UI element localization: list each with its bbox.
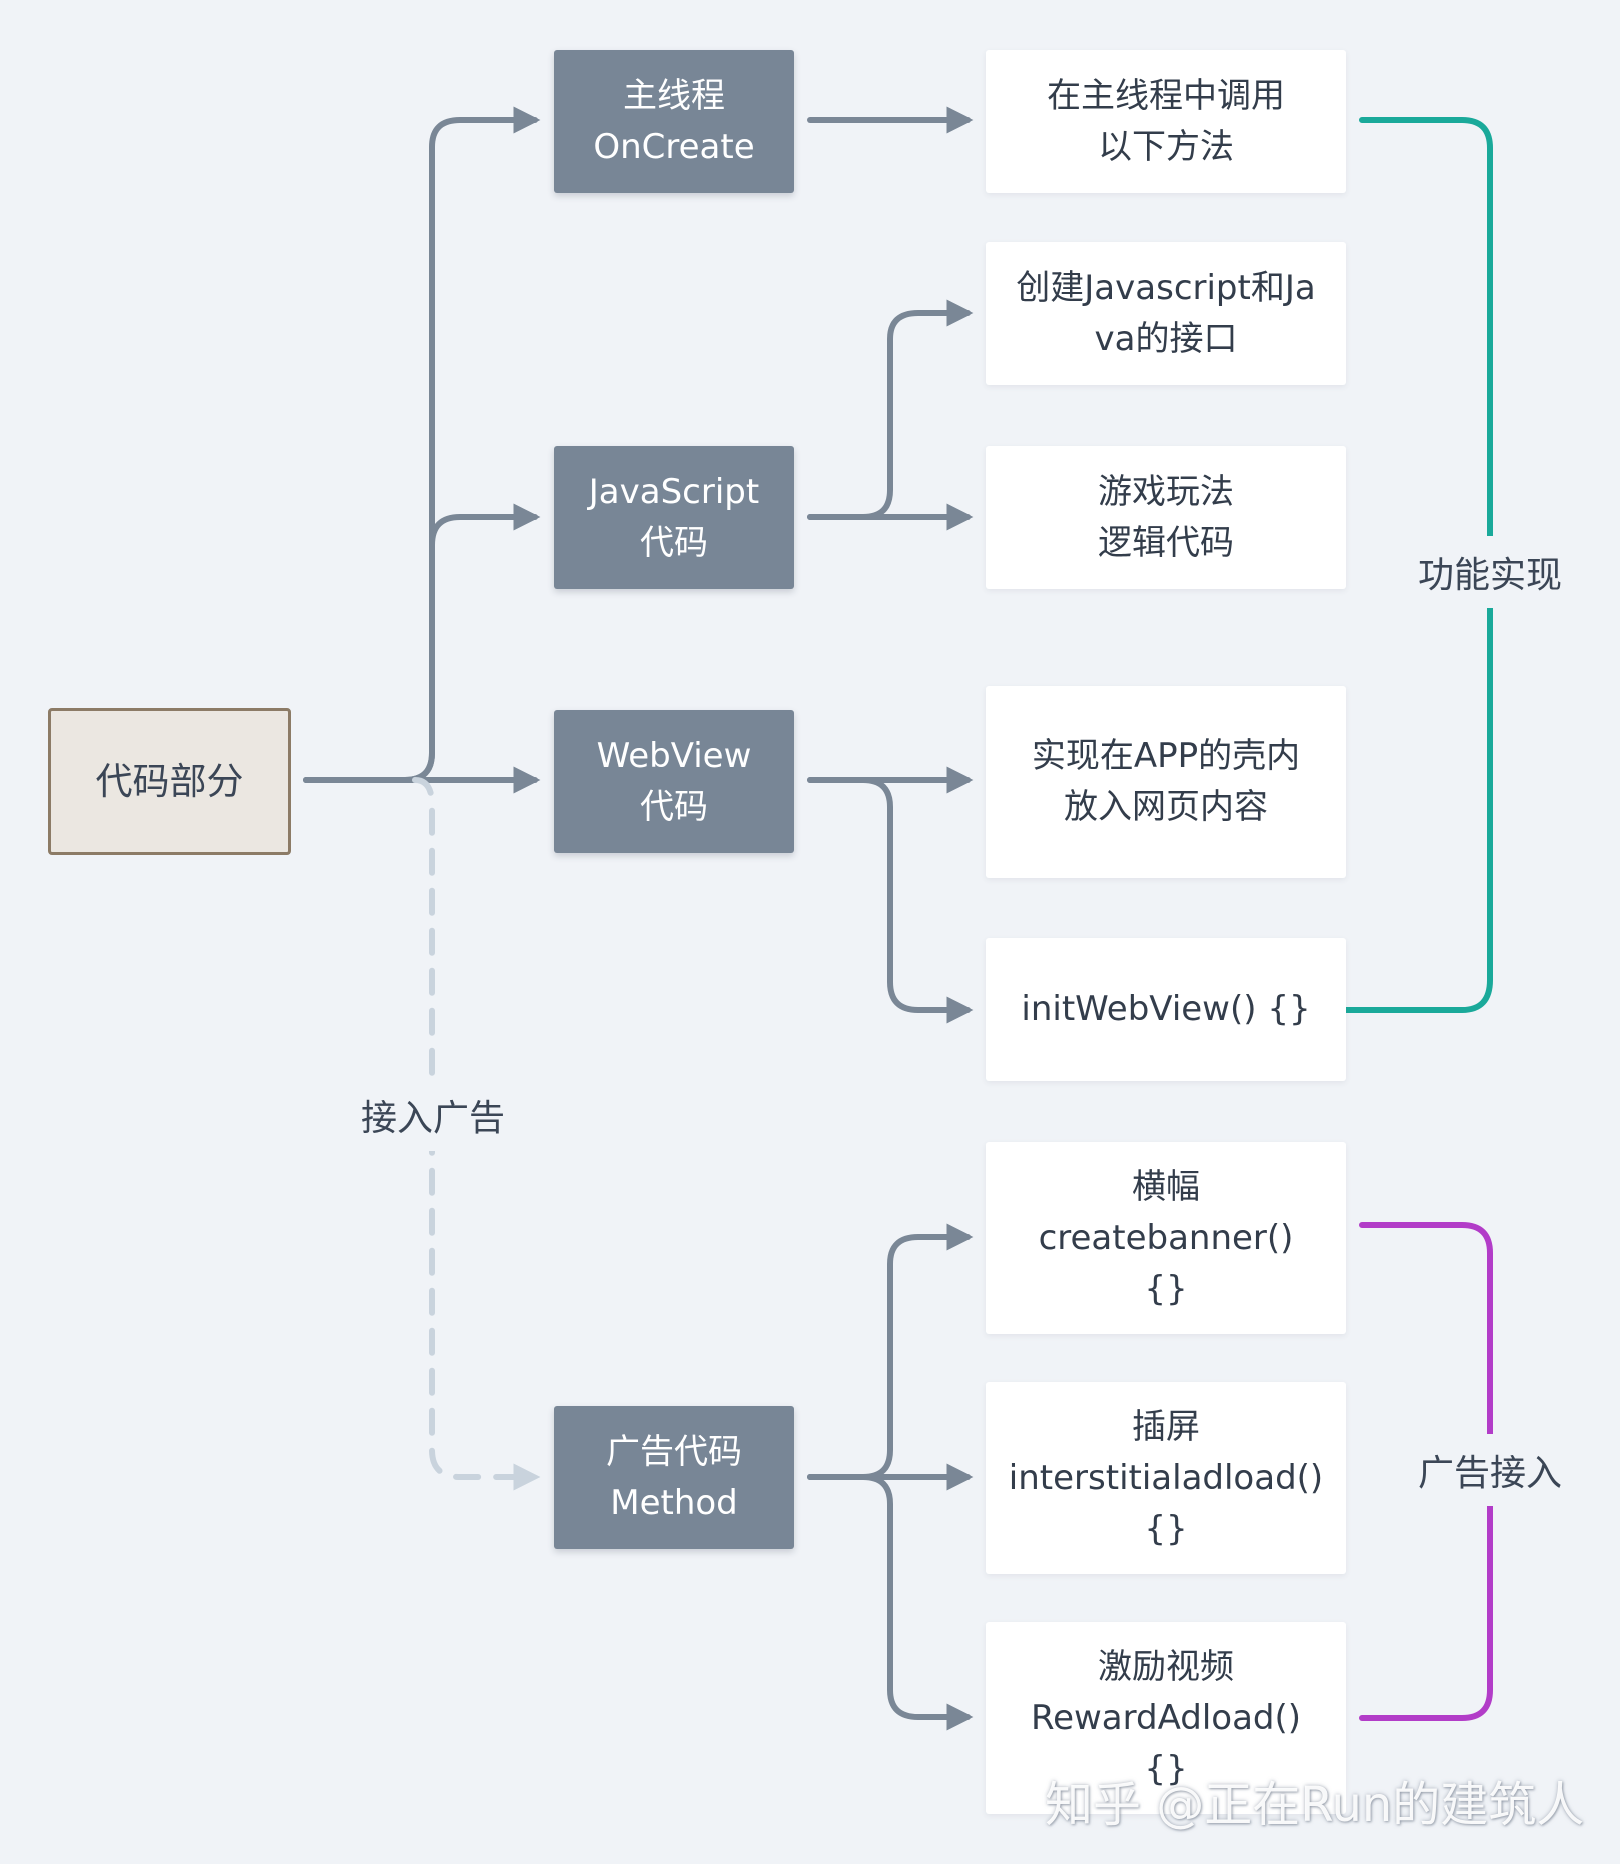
init-webview-line1: initWebView() {} bbox=[1021, 989, 1311, 1029]
app-shell-node: 实现在APP的壳内 放入网页内容 bbox=[986, 686, 1346, 878]
webview-node: WebView 代码 bbox=[554, 710, 794, 853]
ad-code-node: 广告代码 Method bbox=[554, 1406, 794, 1549]
interstitial-node: 插屏 interstitialadload() {} bbox=[986, 1382, 1346, 1574]
main-thread-node: 主线程 OnCreate bbox=[554, 50, 794, 193]
app-shell-line2: 放入网页内容 bbox=[1064, 787, 1268, 827]
call-methods-line2: 以下方法 bbox=[1098, 126, 1234, 167]
main-thread-title: 主线程 bbox=[623, 75, 725, 116]
js-interface-line2: va的接口 bbox=[1094, 318, 1238, 359]
webview-title: WebView bbox=[596, 735, 752, 776]
root-node: 代码部分 bbox=[48, 708, 291, 855]
call-methods-node: 在主线程中调用 以下方法 bbox=[986, 50, 1346, 193]
edge-javascript-interface bbox=[807, 299, 974, 520]
game-logic-node: 游戏玩法 逻辑代码 bbox=[986, 446, 1346, 589]
banner-line1: 横幅 bbox=[1132, 1166, 1200, 1207]
edge-root-javascript bbox=[303, 503, 541, 783]
edge-root-ad-dashed bbox=[412, 777, 541, 1491]
javascript-node: JavaScript 代码 bbox=[554, 446, 794, 589]
interstitial-line3: {} bbox=[1144, 1508, 1188, 1549]
game-logic-line1: 游戏玩法 bbox=[1098, 471, 1234, 512]
reward-line2: RewardAdload() bbox=[1030, 1697, 1302, 1738]
edge-ad-reward bbox=[807, 1474, 974, 1731]
edge-webview-init bbox=[807, 777, 974, 1024]
banner-line3: {} bbox=[1144, 1268, 1188, 1309]
ad-code-subtitle: Method bbox=[610, 1482, 738, 1523]
javascript-subtitle: 代码 bbox=[640, 522, 708, 563]
main-thread-subtitle: OnCreate bbox=[593, 126, 755, 167]
banner-line2: createbanner() bbox=[1038, 1217, 1294, 1258]
edge-ad-banner bbox=[807, 1223, 974, 1480]
ad-code-title: 广告代码 bbox=[606, 1431, 742, 1472]
webview-subtitle: 代码 bbox=[640, 786, 708, 827]
js-interface-node: 创建Javascript和Ja va的接口 bbox=[986, 242, 1346, 385]
feature-impl-label: 功能实现 bbox=[1413, 536, 1567, 608]
banner-node: 横幅 createbanner() {} bbox=[986, 1142, 1346, 1334]
js-interface-line1: 创建Javascript和Ja bbox=[1016, 267, 1316, 308]
game-logic-line2: 逻辑代码 bbox=[1098, 522, 1234, 563]
reward-line3: {} bbox=[1144, 1748, 1188, 1789]
javascript-title: JavaScript bbox=[588, 471, 760, 512]
interstitial-line2: interstitialadload() bbox=[1008, 1457, 1324, 1498]
app-shell-line1: 实现在APP的壳内 bbox=[1031, 736, 1301, 776]
edge-root-main-thread bbox=[303, 106, 541, 783]
ad-integration-label: 广告接入 bbox=[1413, 1434, 1567, 1506]
call-methods-line1: 在主线程中调用 bbox=[1047, 75, 1285, 116]
root-label: 代码部分 bbox=[95, 759, 244, 803]
ad-access-label: 接入广告 bbox=[356, 1079, 510, 1151]
init-webview-node: initWebView() {} bbox=[986, 938, 1346, 1081]
interstitial-line1: 插屏 bbox=[1132, 1406, 1200, 1447]
reward-line1: 激励视频 bbox=[1098, 1646, 1234, 1687]
reward-node: 激励视频 RewardAdload() {} bbox=[986, 1622, 1346, 1814]
watermark: 知乎 @正在Run的建筑人 bbox=[1045, 1777, 1585, 1833]
